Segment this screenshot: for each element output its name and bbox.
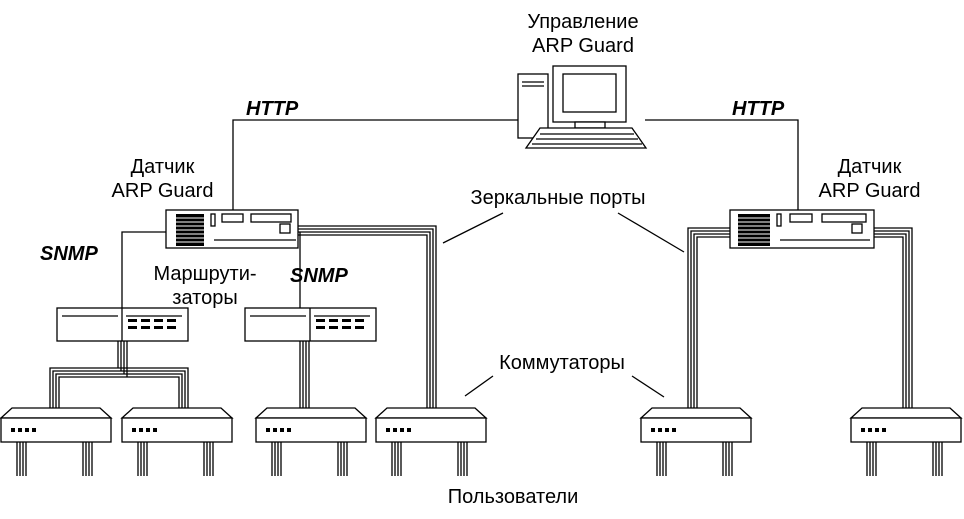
router-left-device xyxy=(56,307,189,342)
switch-2-device xyxy=(120,407,234,443)
sensor-right-device xyxy=(729,209,875,249)
sensor-left-label-line2: ARP Guard xyxy=(111,180,214,202)
sensor-left-label-line1: Датчик xyxy=(130,156,195,178)
routers-label-line1: Маршрути- xyxy=(153,263,257,285)
sensor-right-label: Датчик ARP Guard xyxy=(797,155,942,203)
sensor-right-label-line2: ARP Guard xyxy=(818,180,921,202)
router-cables xyxy=(49,340,310,408)
switch-6-device xyxy=(849,407,963,443)
management-computer-icon xyxy=(517,65,648,149)
http-links xyxy=(232,119,799,210)
switch-3-device xyxy=(254,407,368,443)
switches-label: Коммутаторы xyxy=(499,352,625,374)
http-right-label: HTTP xyxy=(732,98,785,120)
snmp-left-label: SNMP xyxy=(40,243,98,265)
mirror-cable-right xyxy=(687,227,913,408)
sensor-left-label: Датчик ARP Guard xyxy=(90,155,235,203)
management-label-line1: Управление xyxy=(527,11,639,33)
sensor-left-device xyxy=(165,209,299,249)
switch-4-device xyxy=(374,407,488,443)
routers-label-line2: заторы xyxy=(172,287,238,309)
callout-lines xyxy=(442,212,685,398)
routers-label: Маршрути- заторы xyxy=(134,262,276,310)
snmp-links xyxy=(121,231,301,308)
sensor-right-label-line1: Датчик xyxy=(837,156,902,178)
mirror-ports-label: Зеркальные порты xyxy=(470,187,646,209)
http-left-label: HTTP xyxy=(246,98,299,120)
management-label: Управление ARP Guard xyxy=(500,10,666,58)
user-cables xyxy=(16,442,943,476)
switch-5-device xyxy=(639,407,753,443)
switch-1-device xyxy=(0,407,113,443)
snmp-mid-label: SNMP xyxy=(290,265,348,287)
router-middle-device xyxy=(244,307,377,342)
users-label: Пользователи xyxy=(447,486,579,508)
mirror-cable-left xyxy=(298,225,437,408)
management-label-line2: ARP Guard xyxy=(532,35,634,57)
